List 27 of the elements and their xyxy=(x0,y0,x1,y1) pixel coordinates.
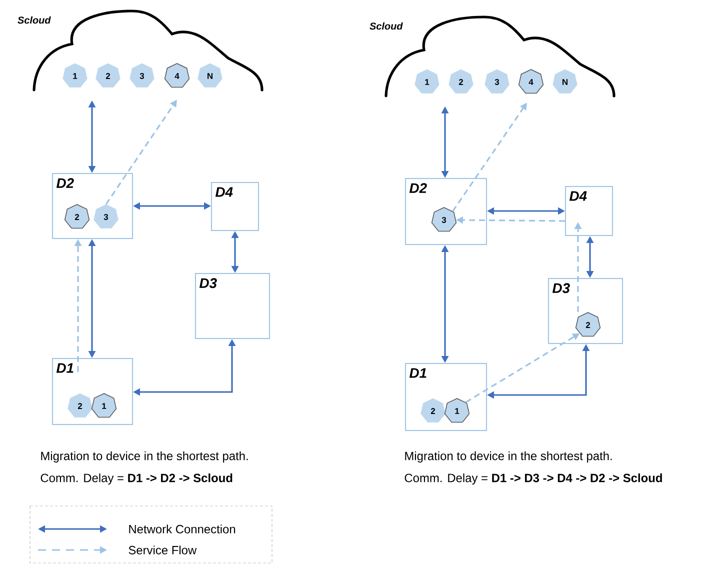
service-heptagon: 1 xyxy=(91,393,117,418)
caption-line: Migration to device in the shortest path. xyxy=(41,451,248,463)
legend-label: Service Flow xyxy=(128,546,197,554)
service-heptagon: 2 xyxy=(68,393,92,418)
service-heptagon: 1 xyxy=(444,398,470,423)
device-box: D3 xyxy=(195,273,270,339)
device-box: D4 xyxy=(211,182,259,231)
caption-line: Comm. Delay = D1 -> D3 -> D4 -> D2 -> Scloud xyxy=(404,473,662,485)
service-heptagon: 2 xyxy=(448,69,474,94)
caption-line: Migration to device in the shortest path. xyxy=(405,451,612,463)
service-heptagon: 4 xyxy=(518,69,544,94)
service-heptagon: 2 xyxy=(64,204,90,229)
service-heptagon: 3 xyxy=(94,204,118,228)
service-heptagon: 4 xyxy=(164,63,190,88)
service-heptagon: 3 xyxy=(484,69,510,94)
caption-line: Comm. Delay = D1 -> D2 -> Scloud xyxy=(40,473,232,485)
service-heptagon: 2 xyxy=(575,312,601,337)
service-heptagon: N xyxy=(198,63,222,88)
service-heptagon: 3 xyxy=(130,63,154,88)
service-heptagon: 2 xyxy=(420,398,446,422)
service-heptagon: 2 xyxy=(96,63,120,88)
service-heptagon: 1 xyxy=(414,69,440,94)
service-heptagon: N xyxy=(552,69,578,94)
service-heptagon: 1 xyxy=(62,63,88,88)
device-box: D4 xyxy=(565,186,613,236)
legend-label: Network Connection xyxy=(129,524,236,534)
service-heptagon: 3 xyxy=(431,207,457,232)
